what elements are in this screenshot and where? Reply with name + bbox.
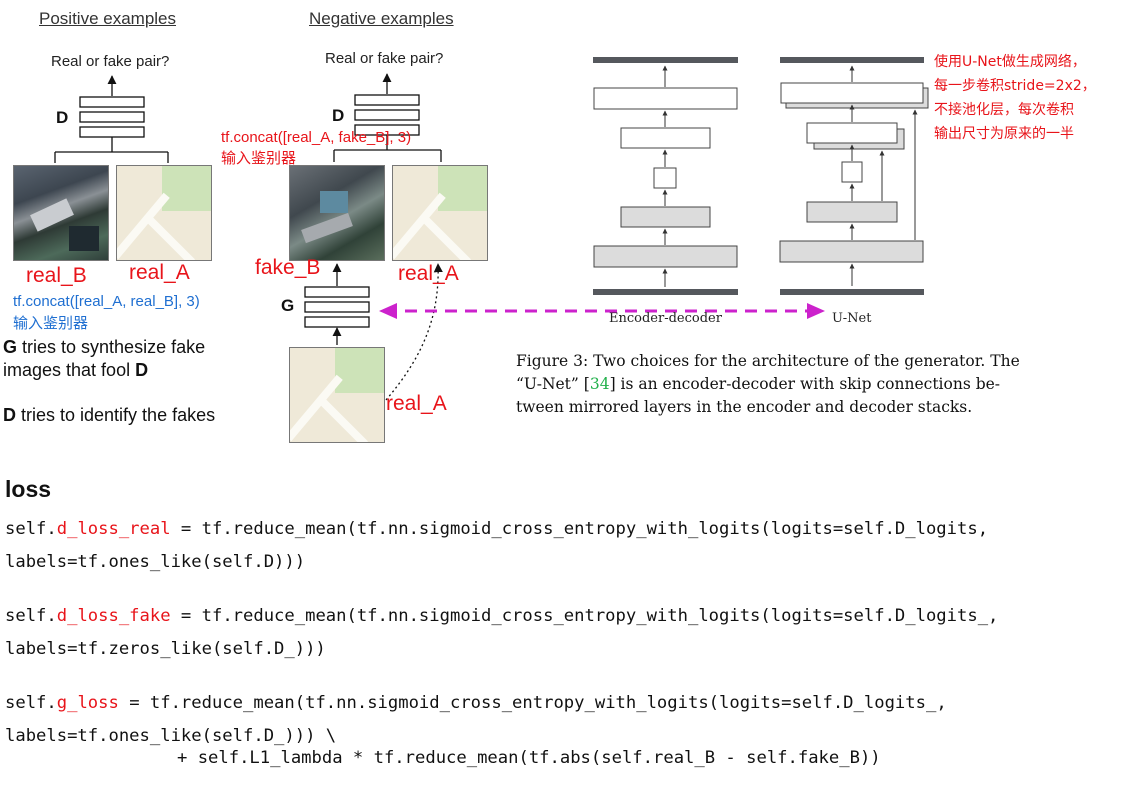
code-g-loss-line3: + self.L1_lambda * tf.reduce_mean(tf.abs… xyxy=(177,748,881,768)
unet-note-line3: 不接池化层，每次卷积 xyxy=(934,102,1074,118)
positive-discriminator xyxy=(54,75,169,163)
generator-link-arrow xyxy=(379,303,825,319)
code-d-loss-real-line1: self.d_loss_real = tf.reduce_mean(tf.nn.… xyxy=(5,519,989,539)
negative-fake-b-image xyxy=(289,165,385,261)
negative-label-real-a: real_A xyxy=(398,262,459,285)
figure-caption-line3: tween mirrored layers in the encoder and… xyxy=(516,398,973,416)
loss-title: loss xyxy=(5,476,52,502)
code-g-loss-line1: self.g_loss = tf.reduce_mean(tf.nn.sigmo… xyxy=(5,693,947,713)
generator-input-label: real_A xyxy=(386,392,447,415)
g-description-line1: G tries to synthesize fake xyxy=(3,337,206,357)
positive-d-label: D xyxy=(56,108,69,127)
positive-real-b-image xyxy=(13,165,109,261)
figure-caption-line1: Figure 3: Two choices for the architectu… xyxy=(516,352,1020,370)
generator-input-image xyxy=(289,347,385,443)
code-d-loss-fake-line1: self.d_loss_fake = tf.reduce_mean(tf.nn.… xyxy=(5,606,999,626)
g-description-line2: images that fool D xyxy=(3,360,149,380)
negative-header: Negative examples xyxy=(309,9,454,28)
negative-real-a-image xyxy=(392,165,488,261)
generator-network xyxy=(304,263,443,401)
encoder-decoder-diagram xyxy=(593,57,738,295)
negative-concat-line2: 输入鉴别器 xyxy=(221,150,297,167)
unet-note-line2: 每一步卷积stride=2x2， xyxy=(934,78,1096,94)
unet-note-line1: 使用U-Net做生成网络， xyxy=(934,54,1086,70)
positive-concat-line1: tf.concat([real_A, real_B], 3) xyxy=(13,293,200,310)
unet-diagram xyxy=(779,57,929,295)
code-g-loss-line2: labels=tf.ones_like(self.D_))) \ xyxy=(5,726,337,746)
citation-link[interactable]: 34 xyxy=(589,375,610,393)
unet-note-line4: 输出尺寸为原来的一半 xyxy=(934,126,1074,142)
figure-caption-line2: “U-Net” [34] is an encoder-decoder with … xyxy=(516,375,1001,393)
negative-d-label: D xyxy=(332,106,345,125)
encoder-decoder-label: Encoder-decoder xyxy=(609,311,722,326)
negative-concat-line1: tf.concat([real_A, fake_B], 3) xyxy=(221,129,412,146)
positive-concat-line2: 输入鉴别器 xyxy=(13,315,89,332)
negative-label-fake-b: fake_B xyxy=(255,256,321,279)
unet-label: U-Net xyxy=(832,311,872,326)
positive-header: Positive examples xyxy=(39,9,177,28)
negative-discriminator xyxy=(333,73,442,162)
positive-question: Real or fake pair? xyxy=(51,53,170,70)
code-d-loss-real-line2: labels=tf.ones_like(self.D))) xyxy=(5,552,306,572)
positive-real-a-image xyxy=(116,165,212,261)
negative-question: Real or fake pair? xyxy=(325,50,444,67)
code-d-loss-fake-line2: labels=tf.zeros_like(self.D_))) xyxy=(5,639,326,659)
g-label: G xyxy=(281,296,295,315)
positive-label-real-a: real_A xyxy=(129,261,190,284)
d-description: D tries to identify the fakes xyxy=(3,405,216,425)
positive-label-real-b: real_B xyxy=(26,264,87,287)
